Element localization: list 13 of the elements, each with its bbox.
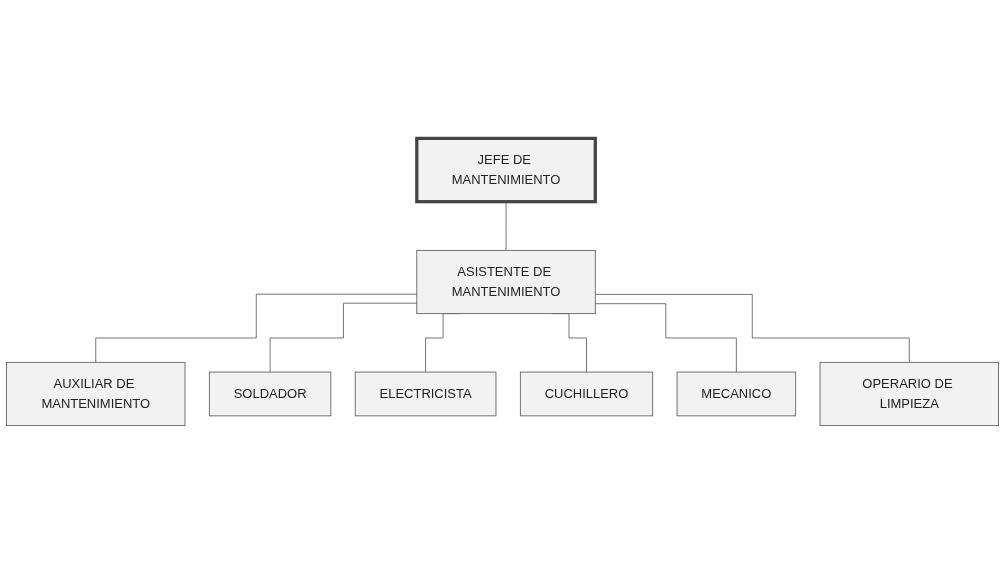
connector bbox=[594, 303, 737, 373]
node-box: CUCHILLERO bbox=[519, 371, 654, 417]
node-box: SOLDADOR bbox=[208, 371, 332, 417]
node-box: AUXILIAR DE MANTENIMIENTO bbox=[6, 361, 186, 426]
node-box: OPERARIO DE LIMPIEZA bbox=[819, 361, 999, 426]
node-box: ELECTRICISTA bbox=[354, 371, 497, 417]
node-box: ASISTENTE DE MANTENIMIENTO bbox=[416, 249, 596, 315]
node-box: MECANICO bbox=[676, 371, 797, 417]
connector bbox=[594, 294, 910, 363]
connector bbox=[505, 201, 507, 251]
connector bbox=[269, 302, 418, 373]
node-box: JEFE DE MANTENIMIENTO bbox=[415, 136, 597, 204]
connector bbox=[95, 293, 418, 363]
